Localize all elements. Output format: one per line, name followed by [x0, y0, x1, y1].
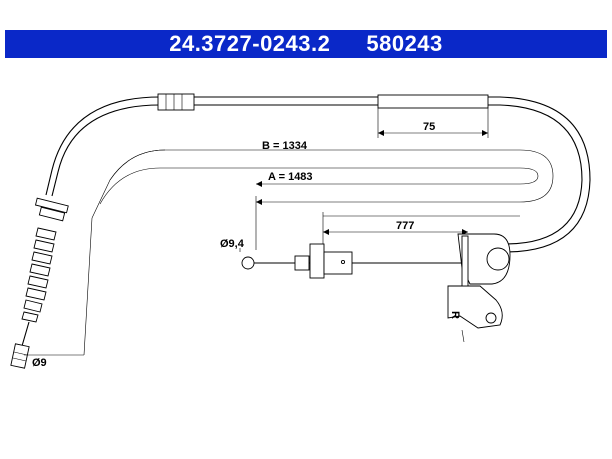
dim-a-label: A = 1483 [268, 171, 313, 183]
dim-a-line [83, 149, 166, 356]
cable-outer-line [45, 96, 591, 253]
part-number: 24.3727-0243.2 [169, 31, 331, 56]
top-ferrule [157, 93, 195, 111]
dim-777-label: 777 [396, 220, 414, 232]
dim-b-label: B = 1334 [262, 140, 308, 152]
arrow-b [256, 199, 262, 205]
side-marker: R [449, 311, 461, 319]
dim-dia9-label: Ø9 [32, 357, 47, 369]
dim-a-path [99, 167, 539, 205]
reference-number: 580243 [366, 31, 443, 56]
arrow-777 [323, 229, 329, 235]
nipple-wire [239, 243, 500, 279]
arrow-75-left [378, 130, 384, 136]
cable-inner-line [51, 104, 583, 245]
sleeve [377, 94, 489, 109]
arrow-777-right [462, 229, 468, 235]
dim-75-label: 75 [423, 121, 435, 133]
part-header: 24.3727-0243.2 580243 [5, 30, 607, 58]
arrow-a [256, 181, 262, 187]
arrow-75-right [482, 130, 488, 136]
left-end-fitting [10, 197, 69, 369]
dim-dia94-label: Ø9,4 [220, 238, 245, 250]
right-bracket [447, 233, 511, 343]
